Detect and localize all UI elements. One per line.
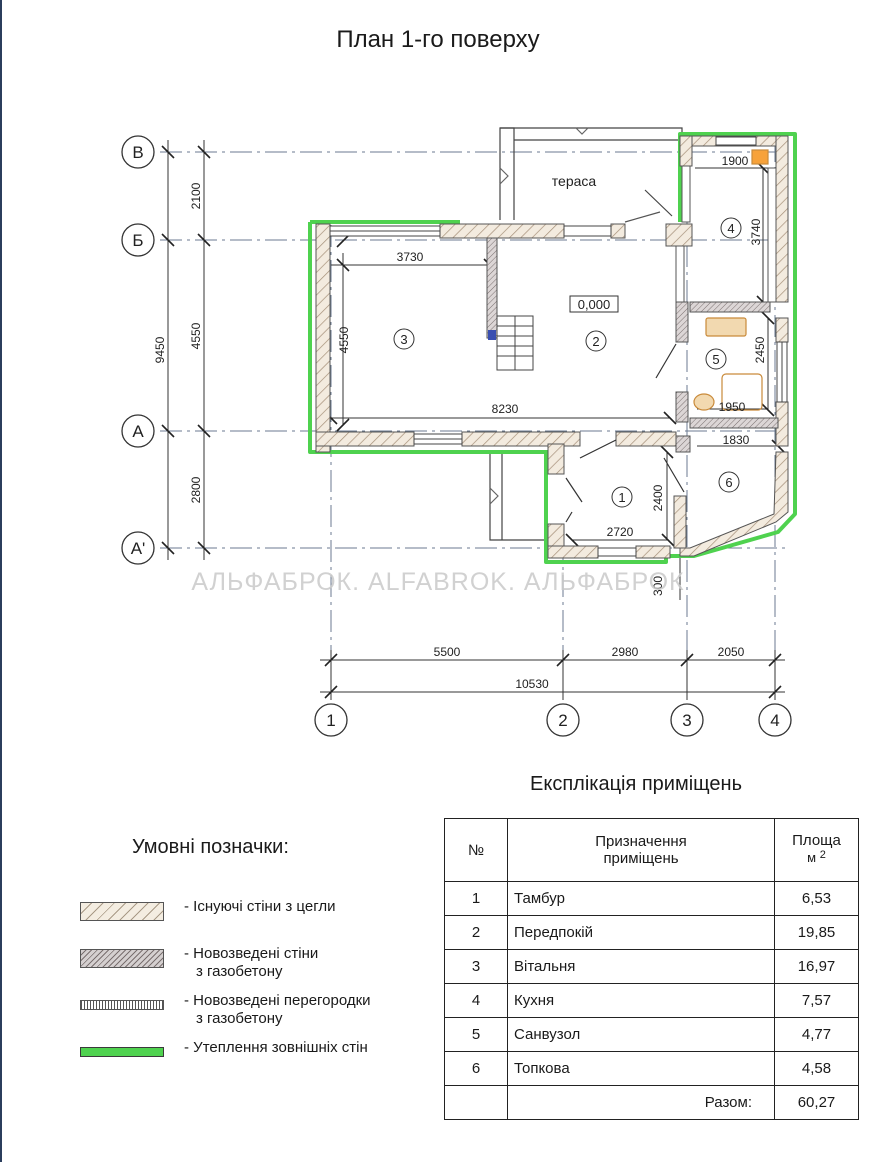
legend-item-gas-walls: - Новозведені стіни з газобетону	[80, 945, 440, 985]
partition-swatch	[80, 1000, 164, 1010]
legend-title: Умовні позначки:	[132, 836, 289, 858]
axis-label-1: 1	[326, 711, 335, 730]
plan-title: План 1-го поверху	[336, 26, 540, 53]
dim-col-2980: 2980	[612, 645, 639, 659]
dim-2720: 2720	[607, 525, 634, 539]
axis-label-2: 2	[558, 711, 567, 730]
legend-item-partitions: - Новозведені перегородки з газобетону	[80, 992, 440, 1032]
axis-marker-a1	[121, 531, 155, 565]
room-numbers: 1 2 3 4 5 6	[400, 221, 734, 505]
room-number-3: 3	[400, 332, 407, 347]
dim-3730: 3730	[397, 250, 424, 264]
legend-text-gas-walls: - Новозведені стіни з газобетону	[184, 945, 319, 980]
dim-1900: 1900	[722, 154, 749, 168]
floor-plan: В Б А А' 1 2 3 4 1 2 3 4 5 6 0,000 2100 …	[121, 127, 797, 737]
insulation-swatch	[80, 1047, 164, 1057]
dim-4550-inner: 4550	[337, 326, 351, 353]
table-row: 2 Передпокій 19,85	[444, 915, 859, 950]
axis-marker-3	[670, 703, 704, 737]
brick-wall-swatch	[80, 902, 164, 921]
axis-marker-v	[121, 135, 155, 169]
axis-marker-labels: В Б А А' 1 2 3 4	[131, 143, 780, 730]
dim-row-2100: 2100	[189, 182, 203, 209]
legend-text-insulation: - Утеплення зовнішніх стін	[184, 1039, 368, 1056]
axis-label-a1: А'	[131, 539, 146, 558]
room-number-2: 2	[592, 334, 599, 349]
explication-title: Експлікація приміщень	[530, 773, 742, 795]
dim-1830: 1830	[723, 433, 750, 447]
table-header-row: № Призначення приміщень Площа м 2	[444, 818, 859, 882]
axis-marker-b	[121, 223, 155, 257]
dim-3740: 3740	[749, 218, 763, 245]
table-row: 4 Кухня 7,57	[444, 983, 859, 1018]
partitions	[675, 165, 777, 303]
staircase	[488, 315, 534, 371]
table-total-row: Разом: 60,27	[444, 1085, 859, 1120]
table-row: 1 Тамбур 6,53	[444, 881, 859, 916]
dim-1950: 1950	[719, 400, 746, 414]
room-number-5: 5	[712, 352, 719, 367]
dim-2450: 2450	[753, 336, 767, 363]
dimension-texts: 2100 4550 2800 9450 5500 2980 2050 10530…	[153, 154, 767, 691]
axis-label-3: 3	[682, 711, 691, 730]
table-row: 6 Топкова 4,58	[444, 1051, 859, 1086]
dim-2400: 2400	[651, 484, 665, 511]
dim-300: 300	[651, 576, 665, 596]
gas-walls	[486, 237, 779, 453]
axis-label-b: Б	[132, 231, 143, 250]
gas-wall-swatch	[80, 949, 164, 968]
dim-total-10530: 10530	[515, 677, 549, 691]
total-label: Разом:	[507, 1085, 775, 1120]
brick-walls	[315, 135, 789, 559]
table-row: 5 Санвузол 4,77	[444, 1017, 859, 1052]
header-name: Призначення приміщень	[507, 818, 775, 882]
total-value: 60,27	[774, 1085, 859, 1120]
header-num: №	[444, 818, 508, 882]
entry-porch	[489, 452, 546, 541]
dim-col-5500: 5500	[434, 645, 461, 659]
legend-text-brick: - Існуючі стіни з цегли	[184, 898, 336, 915]
axis-label-4: 4	[770, 711, 779, 730]
axis-label-v: В	[132, 143, 143, 162]
axis-marker-2	[546, 703, 580, 737]
dim-col-2050: 2050	[718, 645, 745, 659]
axis-marker-1	[314, 703, 348, 737]
page-edge	[0, 0, 2, 1162]
dim-8230: 8230	[492, 402, 519, 416]
legend-item-insulation: - Утеплення зовнішніх стін	[80, 1039, 440, 1079]
legend-text-partitions: - Новозведені перегородки з газобетону	[184, 992, 371, 1027]
level-mark: 0,000	[578, 297, 611, 312]
table-row: 3 Вітальня 16,97	[444, 949, 859, 984]
room-circles	[393, 217, 742, 508]
bathroom-fixtures	[693, 149, 769, 411]
level-mark-box	[569, 295, 619, 313]
door-swings	[565, 343, 685, 523]
room-number-6: 6	[725, 475, 732, 490]
dim-total-9450: 9450	[153, 336, 167, 363]
axis-marker-4	[758, 703, 792, 737]
insulation-outline	[308, 132, 797, 564]
explication-table: № Призначення приміщень Площа м 2 1 Тамб…	[444, 818, 859, 1120]
header-area: Площа м 2	[774, 818, 859, 882]
legend-item-brick: - Існуючі стіни з цегли	[80, 898, 440, 938]
room-number-1: 1	[618, 490, 625, 505]
axis-marker-a	[121, 414, 155, 448]
room-number-4: 4	[727, 221, 734, 236]
windows	[329, 136, 788, 557]
terrace-label: тераса	[552, 173, 597, 189]
dim-row-2800: 2800	[189, 476, 203, 503]
watermark: АЛЬФАБРОК. ALFABROK. АЛЬФАБРОК	[191, 568, 684, 596]
axis-label-a: А	[132, 422, 144, 441]
dim-row-4550: 4550	[189, 322, 203, 349]
axis-markers	[121, 135, 792, 737]
